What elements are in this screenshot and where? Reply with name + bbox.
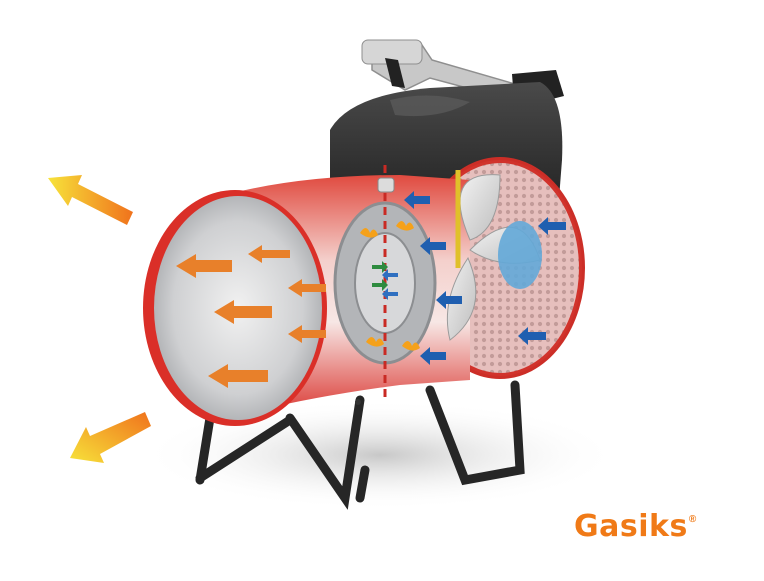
flame-icon (402, 341, 420, 351)
cold-air-arrow-icon (420, 347, 446, 365)
stand (195, 380, 525, 510)
flame-icon (366, 337, 384, 347)
screw (355, 399, 361, 405)
cold-air-arrow-icon (404, 191, 430, 209)
flame-icons (360, 221, 420, 351)
cold-air-arrow-icon (436, 291, 462, 309)
hot-air-arrow-icon (288, 325, 326, 343)
fan-icon (446, 170, 542, 341)
hot-air-arrow-icon (214, 300, 272, 324)
hot-air-arrow-icon (248, 245, 290, 263)
exhaust-arrow-icon (48, 175, 133, 225)
registered-mark: ® (688, 514, 697, 525)
inner-airflow-arrows (372, 261, 398, 300)
cold-air-arrow-icon (420, 237, 446, 255)
exhaust-arrows (48, 175, 151, 463)
exhaust-arrow-icon (70, 412, 151, 463)
brand-logo: Gasiks ® (574, 510, 696, 550)
cold-air-arrows (404, 191, 566, 365)
flame-icon (360, 228, 378, 238)
cold-air-arrow-icon (518, 327, 546, 345)
hot-air-arrows (176, 245, 326, 388)
hot-air-arrow-icon (176, 254, 232, 278)
hot-air-arrow-icon (288, 279, 326, 297)
floor-shadow (140, 400, 620, 510)
flame-icon (396, 221, 414, 231)
brand-name: Gasiks (574, 509, 688, 544)
cold-air-arrow-icon (538, 217, 566, 235)
hot-air-arrow-icon (208, 364, 268, 388)
